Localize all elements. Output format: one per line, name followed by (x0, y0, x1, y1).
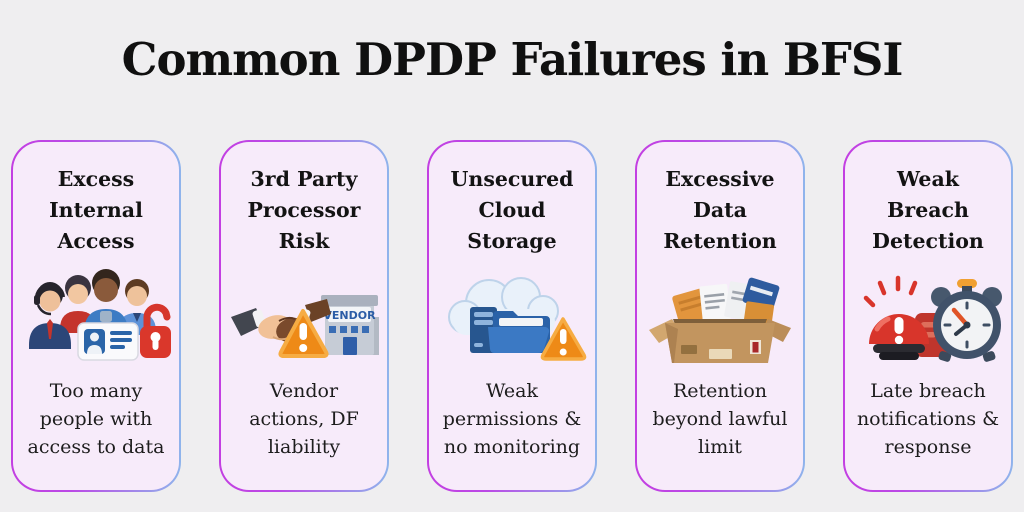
card-title: 3rd Party Processor Risk (247, 167, 361, 253)
card-unsecured-cloud-storage: Unsecured Cloud Storage (427, 140, 597, 492)
card-description: Weak permissions & no monitoring (442, 380, 582, 459)
alarm-siren-clock-icon (853, 267, 1003, 367)
card-excess-internal-access: Excess Internal Access (11, 140, 181, 492)
card-3rd-party-processor-risk: 3rd Party Processor Risk VENDOR (219, 140, 389, 492)
page-title: Common DPDP Failures in BFSI (121, 33, 904, 86)
card-weak-breach-detection: Weak Breach Detection (843, 140, 1013, 492)
employees-id-badge-open-lock-icon (21, 267, 171, 367)
card-excessive-data-retention: Excessive Data Retention (635, 140, 805, 492)
card-description: Retention beyond lawful limit (652, 380, 788, 459)
card-description: Late breach notifications & response (856, 380, 1000, 459)
handshake-warning-vendor-building-icon: VENDOR (229, 267, 379, 367)
card-title: Unsecured Cloud Storage (450, 167, 574, 253)
vendor-sign-label: VENDOR (323, 309, 376, 322)
card-description: Too many people with access to data (27, 380, 165, 459)
card-title: Excessive Data Retention (663, 167, 777, 253)
card-description: Vendor actions, DF liability (249, 380, 359, 459)
cards-row: Excess Internal Access (11, 140, 1013, 492)
box-of-documents-icon (645, 267, 795, 367)
cloud-folder-server-warning-icon (437, 267, 587, 367)
card-title: Weak Breach Detection (872, 167, 984, 253)
card-title: Excess Internal Access (49, 167, 143, 253)
